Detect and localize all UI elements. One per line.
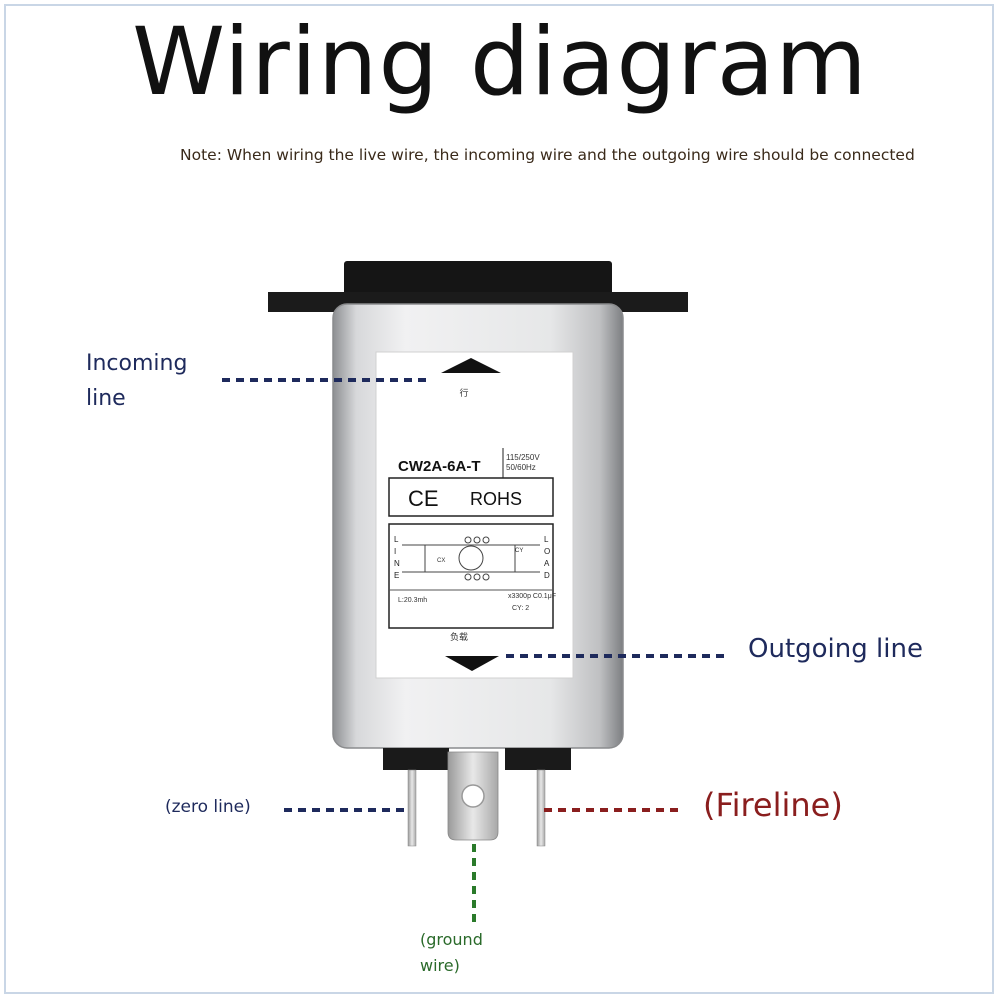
circuit-schematic [402,536,540,581]
image-frame [4,4,994,994]
down-arrow-icon [445,656,499,671]
cy-label: CY [515,548,523,554]
ground-pin-hole [461,784,485,808]
pin-letter: D [544,571,550,580]
rating-voltage: 115/250V [506,453,540,462]
fire-line-label: (Fireline) [703,786,843,824]
zero-line-label: (zero line) [165,797,251,817]
wiring-note: Note: When wiring the live wire, the inc… [180,146,915,164]
ground-wire-label-2: wire) [420,956,460,975]
base-block-left [383,748,449,770]
live-pin [536,769,546,847]
incoming-line-label: Incoming line [86,346,187,416]
up-arrow-icon [441,358,501,373]
model-number: CW2A-6A-T [398,458,481,475]
pin-letter: O [544,547,550,556]
bottom-char: 负载 [450,631,468,642]
capacitance-label: x3300p C0.1μF [508,593,556,600]
pin-letter: N [394,559,400,568]
cert-box [388,477,554,517]
ground-wire-label: (ground wire) [420,927,483,979]
pin-letter: L [544,535,549,544]
pin-letter: L [394,535,399,544]
cy-count-label: CY: 2 [512,605,529,612]
outgoing-line-label: Outgoing line [748,634,923,664]
top-cap [344,261,612,299]
circuit-box [388,523,554,629]
label-card [375,351,574,679]
neutral-pin [407,769,417,847]
cx-label: CX [437,558,445,564]
incoming-line-label-1: Incoming [86,351,188,376]
base-block-right [505,748,571,770]
rohs-mark: ROHS [470,489,522,509]
rating-frequency: 50/60Hz [506,463,536,472]
flange [268,292,688,312]
ce-mark: CE [408,486,439,511]
pin-letter: A [544,559,550,568]
top-char: 行 [459,387,468,398]
ground-wire-label-1: (ground [420,930,483,949]
pin-letter: E [394,571,399,580]
page-title: Wiring diagram [132,8,868,117]
pin-letter: I [394,547,396,556]
incoming-line-label-2: line [86,386,126,411]
inductance-label: L:20.3mh [398,597,427,604]
